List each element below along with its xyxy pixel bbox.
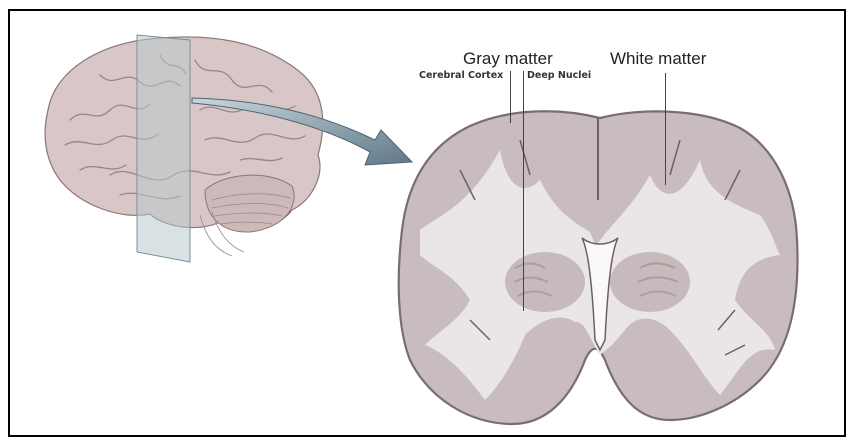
deep-nuclei-label: Deep Nuclei [527, 70, 592, 81]
coronal-plane [136, 34, 191, 263]
gray-matter-label: Gray matter [463, 49, 553, 68]
cerebral-cortex-label: Cerebral Cortex [419, 70, 504, 81]
white-matter-label: White matter [610, 49, 707, 68]
cerebral-cortex-leader-line [510, 71, 511, 123]
coronal-section-illustration [397, 110, 799, 426]
deep-nuclei-leader-line [523, 71, 524, 311]
white-matter-leader-line [665, 73, 666, 185]
section-arrow [191, 97, 414, 166]
